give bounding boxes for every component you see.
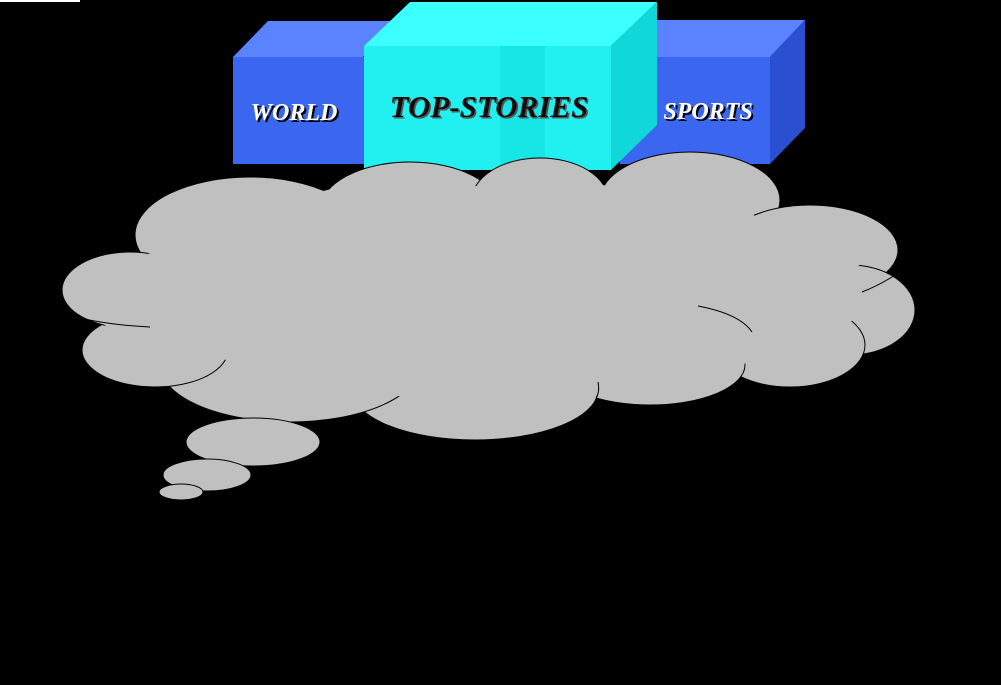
thought-trail-bubble-medium [162, 458, 252, 492]
tab-top-stories-side-face [611, 2, 657, 170]
corner-mark [0, 0, 80, 2]
tab-top-stories-top-face [364, 2, 657, 46]
tab-top-stories-shade [500, 46, 545, 170]
tab-sports-side-face [770, 20, 805, 164]
tab-sports-label: SPORTS [663, 99, 752, 125]
thought-trail [158, 417, 321, 501]
tab-sports-top-face [620, 20, 805, 57]
thought-cloud-icon [61, 151, 916, 501]
tab-world-front-face [233, 57, 373, 164]
tab-top-stories-front-face [364, 46, 611, 170]
thought-trail-bubble-large [185, 417, 321, 467]
thought-trail-bubble-small [158, 483, 204, 501]
tab-world[interactable]: WORLD [233, 21, 398, 164]
tab-top-stories-label: TOP-STORIES [390, 89, 589, 124]
tab-world-top-face [233, 21, 398, 57]
tab-top-stories[interactable]: TOP-STORIES [364, 2, 657, 170]
tab-world-label: WORLD [251, 100, 338, 126]
